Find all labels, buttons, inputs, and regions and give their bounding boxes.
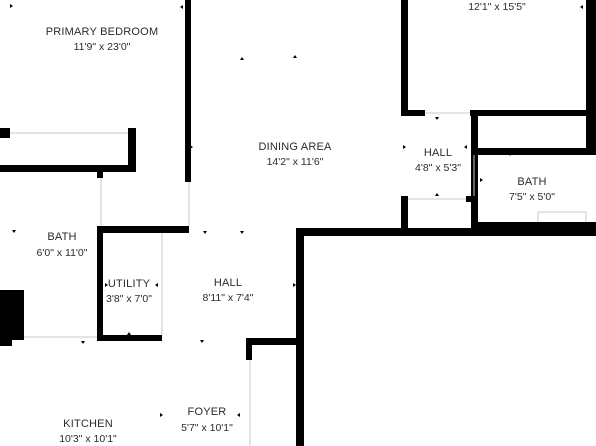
- room-dimensions: 10'3" x 10'1": [59, 433, 117, 445]
- room-label-bath-right: BATH 7'5" x 5'0": [509, 176, 555, 203]
- room-name: HALL: [214, 277, 242, 289]
- room-label-dining-area: DINING AREA 14'2" x 11'6": [258, 141, 332, 168]
- room-name: KITCHEN: [63, 418, 113, 430]
- room-dimensions: 7'5" x 5'0": [509, 191, 555, 203]
- room-name: PRIMARY BEDROOM: [46, 26, 159, 38]
- room-name: DINING AREA: [258, 141, 332, 153]
- room-label-utility: UTILITY 3'8" x 7'0": [106, 278, 152, 305]
- room-dimensions: 3'8" x 7'0": [106, 293, 152, 305]
- dimension-ticks: [10, 4, 583, 417]
- room-dimensions: 5'7" x 10'1": [181, 422, 233, 434]
- room-label-hall-center: HALL 8'11" x 7'4": [203, 277, 254, 304]
- room-name: FOYER: [188, 406, 227, 418]
- room-label-hall-right: HALL 4'8" x 5'3": [415, 147, 461, 174]
- room-dimensions: 8'11" x 7'4": [203, 292, 254, 304]
- room-label-bath-left: BATH 6'0" x 11'0": [37, 231, 88, 259]
- room-label-foyer: FOYER 5'7" x 10'1": [181, 406, 233, 434]
- room-label-primary-bedroom: PRIMARY BEDROOM 11'9" x 23'0": [46, 26, 159, 53]
- room-label-bedroom-top-right: 12'1" x 15'5": [468, 1, 526, 13]
- room-dimensions: 6'0" x 11'0": [37, 247, 88, 259]
- room-dimensions: 4'8" x 5'3": [415, 162, 461, 174]
- room-name: HALL: [424, 147, 452, 159]
- room-dimensions: 12'1" x 15'5": [468, 1, 526, 13]
- interior-lines: [10, 112, 587, 446]
- room-name: BATH: [47, 231, 76, 243]
- room-dimensions: 14'2" x 11'6": [267, 156, 324, 168]
- room-name: UTILITY: [108, 278, 151, 290]
- room-name: BATH: [517, 176, 546, 188]
- room-label-kitchen: KITCHEN 10'3" x 10'1": [59, 418, 117, 445]
- room-dimensions: 11'9" x 23'0": [74, 41, 131, 53]
